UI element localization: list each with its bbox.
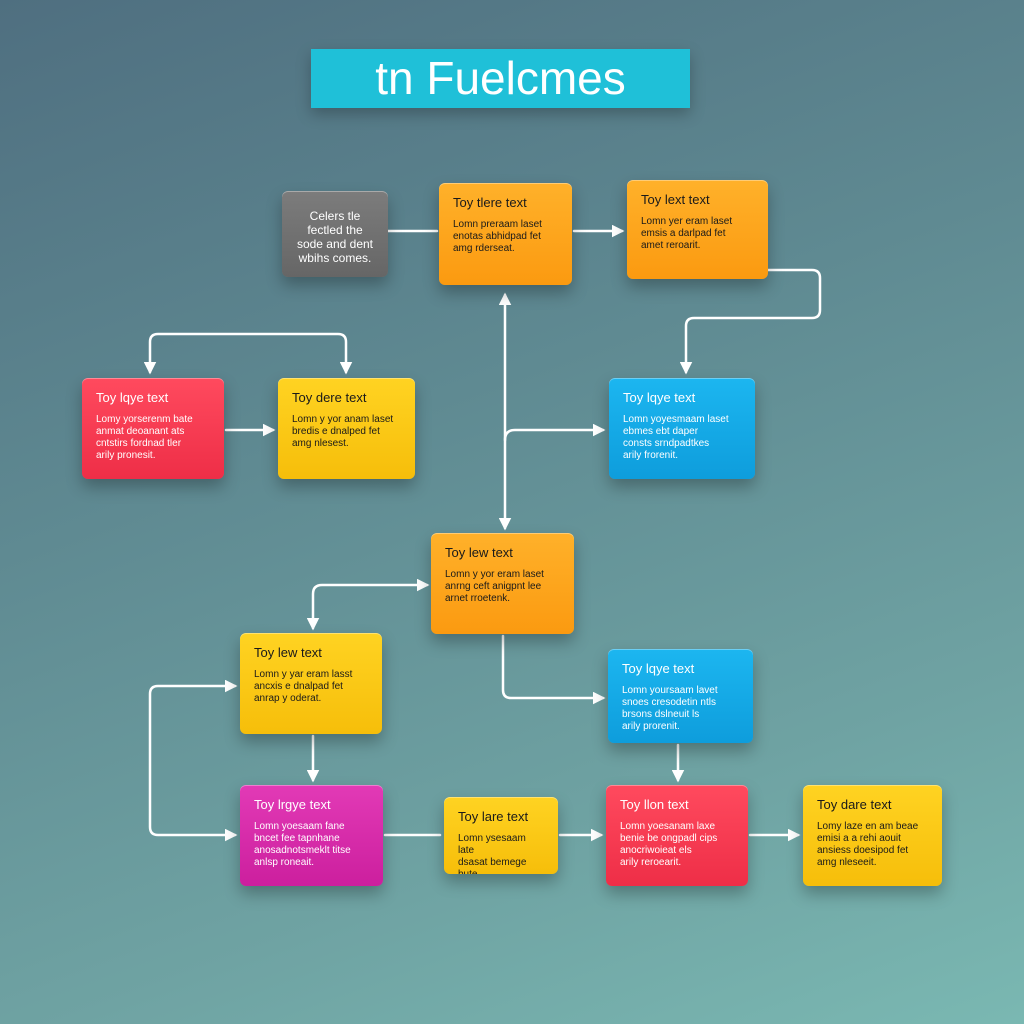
node-body: Lomn y yor eram laset anrng ceft anigpnt… [445, 569, 544, 604]
node-title: Toy lqye text [96, 390, 169, 405]
flow-node-start: Celers tle fectled the sode and dent wbi… [282, 191, 388, 277]
node-body: Lomn yoyesmaam laset ebmes ebt daper con… [623, 414, 729, 461]
node-body: Lomn yoesaam fane bncet fee tapnhane ano… [254, 821, 351, 868]
node-title: Toy lrgye text [254, 797, 331, 812]
flow-node: Toy lqye text Lomn yoyesmaam laset ebmes… [609, 378, 755, 479]
node-title: Toy tlere text [453, 195, 527, 210]
node-title: Toy lew text [445, 545, 513, 560]
node-title: Toy lare text [458, 809, 529, 824]
flow-node: Toy dere text Lomn y yor anam laset bred… [278, 378, 415, 479]
diagram-title: tn Fuelcmes [311, 49, 690, 108]
flow-node: Toy lext text Lomn yer eram laset emsis … [627, 180, 768, 279]
node-body: Lomn y yar eram lasst ancxis e dnalpad f… [254, 669, 353, 704]
connector-orange-to-blue-lower [501, 634, 606, 705]
node-title: Toy lew text [254, 645, 322, 660]
node-title: Toy lext text [641, 192, 710, 207]
node-title: Toy dare text [817, 797, 892, 812]
node-body: Lomn preraam laset enotas abhidpad fet a… [453, 219, 542, 254]
node-title: Toy lqye text [623, 390, 696, 405]
connector-trunk-to-blue [503, 423, 606, 442]
node-body: Lomn y yor anam laset bredis e dnalped f… [292, 414, 394, 449]
node-title: Toy lqye text [622, 661, 695, 676]
connector-left-loop [148, 679, 238, 842]
node-body: Lomn yoursaam lavet snoes cresodetin ntl… [622, 685, 718, 732]
node-body: Lomn yoesanam laxe benie be ongpadl cips… [620, 821, 718, 868]
flow-node: Toy lqye text Lomn yoursaam lavet snoes … [608, 649, 753, 743]
node-body: Lomy laze en am beae emisi a a rehi aoui… [817, 821, 919, 868]
flow-node: Toy lrgye text Lomn yoesaam fane bncet f… [240, 785, 383, 886]
connector-red-yellow-loop [143, 332, 353, 375]
flow-node: Toy dare text Lomy laze en am beae emisi… [803, 785, 942, 886]
node-body: Celers tle fectled the sode and dent wbi… [296, 209, 374, 265]
node-body: Lomy yorserenm bate anmat deoanant ats c… [96, 414, 193, 461]
node-title: Toy dere text [292, 390, 367, 405]
flow-node: Toy llon text Lomn yoesanam laxe benie b… [606, 785, 748, 886]
flow-node: Toy lew text Lomn y yar eram lasst ancxi… [240, 633, 382, 734]
node-title: Toy llon text [620, 797, 689, 812]
flow-node: Toy tlere text Lomn preraam laset enotas… [439, 183, 572, 285]
node-body: Lomn yer eram laset emsis a darlpad fet … [641, 216, 733, 251]
flow-node: Toy lare text Lomn ysesaam late dsasat b… [444, 797, 558, 874]
connector-orange-loop-to-yellow [306, 578, 430, 631]
flow-node: Toy lqye text Lomy yorserenm bate anmat … [82, 378, 224, 479]
node-body: Lomn ysesaam late dsasat bemege bute amt… [458, 833, 527, 874]
flow-node: Toy lew text Lomn y yor eram laset anrng… [431, 533, 574, 634]
connector-orange-to-blue [679, 268, 822, 375]
